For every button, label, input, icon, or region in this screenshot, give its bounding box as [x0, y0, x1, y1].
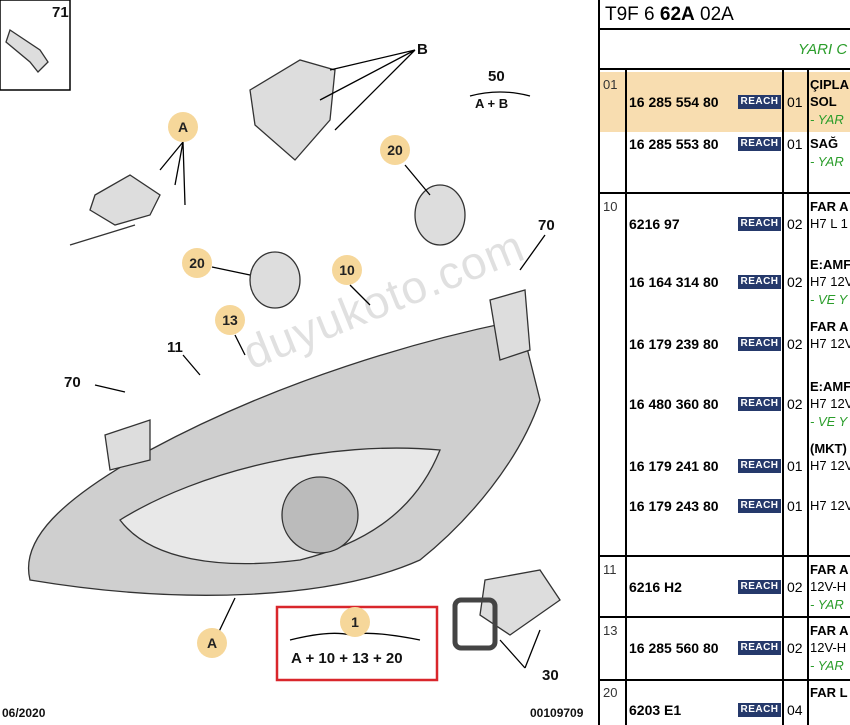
part-number: 16 480 360 80	[629, 396, 719, 412]
group-number: 10	[603, 199, 618, 214]
label-30: 30	[542, 667, 559, 684]
quantity: 01	[787, 136, 803, 152]
description: H7 L 1	[810, 216, 848, 231]
description-title: ÇIPLA	[810, 77, 849, 92]
callout-13: 13	[215, 305, 245, 335]
callout-a: A	[168, 112, 198, 142]
quantity: 01	[787, 458, 803, 474]
callout-10: 10	[332, 255, 362, 285]
description: SAĞ	[810, 136, 839, 151]
reach-badge: REACH	[738, 459, 781, 473]
label-50: 50	[488, 68, 505, 85]
part-number: 16 179 243 80	[629, 498, 719, 514]
description: SOL	[810, 94, 837, 109]
description-title: E:AMF	[810, 379, 850, 394]
description: H7 12V	[810, 396, 850, 411]
footer-date: 06/2020	[2, 706, 46, 720]
reach-badge: REACH	[738, 275, 781, 289]
quantity: 01	[787, 94, 803, 110]
group-number: 13	[603, 623, 618, 638]
label-b: B	[417, 41, 428, 58]
label-11: 11	[167, 339, 183, 356]
callout-20: 20	[380, 135, 410, 165]
reach-badge: REACH	[738, 397, 781, 411]
reach-badge: REACH	[738, 499, 781, 513]
bracket-b	[249, 59, 336, 161]
description: H7 12V	[810, 498, 850, 513]
part-number: 6216 97	[629, 216, 680, 232]
label-50-sub: A + B	[475, 96, 509, 111]
quantity: 02	[787, 216, 803, 232]
module-30	[479, 569, 561, 636]
cap-20-right	[414, 184, 466, 246]
part-number: 6216 H2	[629, 579, 682, 595]
description-title: FAR A	[810, 199, 849, 214]
description: H7 12V	[810, 458, 850, 473]
exploded-headlamp-diagram	[0, 0, 561, 682]
table-subheader: YARI C	[598, 30, 850, 70]
description-note: - VE Y	[810, 292, 848, 307]
description-note: - YAR	[810, 154, 844, 169]
catalog-title: T9F 6 62A 02A	[598, 0, 850, 30]
reach-badge: REACH	[738, 137, 781, 151]
label-71: 71	[52, 4, 69, 21]
part-number: 16 179 241 80	[629, 458, 719, 474]
label-70: 70	[538, 217, 555, 234]
description-title: FAR A	[810, 562, 849, 577]
bracket-a	[69, 174, 161, 246]
quantity: 04	[787, 702, 803, 718]
part-number: 16 179 239 80	[629, 336, 719, 352]
part-number: 16 285 553 80	[629, 136, 719, 152]
callout-20: 20	[182, 248, 212, 278]
description-title: E:AMF	[810, 257, 850, 272]
part-number: 16 285 560 80	[629, 640, 719, 656]
part-number: 16 285 554 80	[629, 94, 719, 110]
description-note: - YAR	[810, 658, 844, 673]
quantity: 02	[787, 396, 803, 412]
description-title: FAR L	[810, 685, 848, 700]
cap-20-left	[249, 251, 301, 309]
description-note: - YAR	[810, 597, 844, 612]
description: H7 12V	[810, 274, 850, 289]
quantity: 02	[787, 579, 803, 595]
description-title: (MKT)	[810, 441, 847, 456]
bolt-71	[5, 28, 49, 73]
part-number: 16 164 314 80	[629, 274, 719, 290]
reach-badge: REACH	[738, 641, 781, 655]
reach-badge: REACH	[738, 337, 781, 351]
label-70: 70	[64, 374, 81, 391]
reach-badge: REACH	[738, 703, 781, 717]
group-number: 01	[603, 77, 618, 92]
description-note: - VE Y	[810, 414, 848, 429]
callout-a: A	[197, 628, 227, 658]
quantity: 01	[787, 498, 803, 514]
quantity: 02	[787, 336, 803, 352]
reach-badge: REACH	[738, 95, 781, 109]
description-title: FAR A	[810, 319, 849, 334]
kit-formula: A + 10 + 13 + 20	[291, 650, 403, 667]
footer-ref: 00109709	[530, 706, 584, 720]
group-number: 11	[603, 562, 617, 577]
mount-70	[104, 419, 151, 471]
reach-badge: REACH	[738, 580, 781, 594]
description: H7 12V	[810, 336, 850, 351]
description: 12V-H	[810, 579, 847, 594]
part-71-box	[0, 0, 71, 91]
callout-1: 1	[340, 607, 370, 637]
group-number: 20	[603, 685, 618, 700]
quantity: 02	[787, 640, 803, 656]
quantity: 02	[787, 274, 803, 290]
description-title: FAR A	[810, 623, 849, 638]
reach-badge: REACH	[738, 217, 781, 231]
part-number: 6203 E1	[629, 702, 682, 718]
description: 12V-H	[810, 640, 847, 655]
description-note: - YAR	[810, 112, 844, 127]
